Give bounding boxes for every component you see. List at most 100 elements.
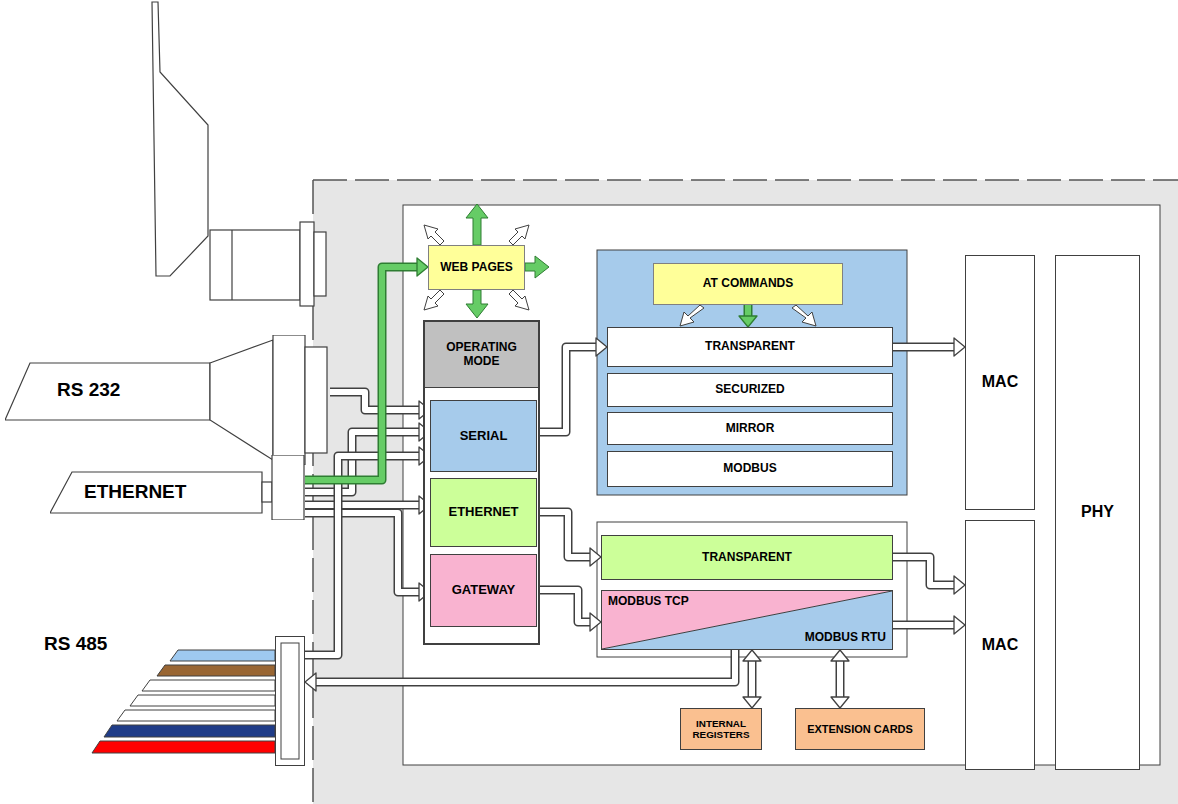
shape-outline	[5, 335, 330, 465]
arrow-body	[837, 660, 843, 698]
arrow-head	[954, 576, 965, 594]
wire	[104, 725, 275, 737]
green-arrow	[525, 256, 549, 278]
wire	[170, 650, 275, 661]
arrow-body	[305, 502, 420, 508]
rs232-cable: RS 232	[5, 335, 330, 465]
arrow-outline	[305, 513, 420, 592]
connector-arrow	[831, 650, 849, 708]
hollow-arrow	[792, 305, 816, 326]
arrow-outline	[893, 343, 955, 352]
arrow-body	[893, 622, 955, 628]
plug-body	[152, 2, 208, 276]
connector-arrow	[893, 557, 965, 594]
arrow-outline	[305, 456, 420, 655]
protocol-box: TRANSPARENT	[601, 535, 893, 580]
plug-sleeve	[210, 230, 300, 300]
arrow-head	[590, 613, 601, 631]
rs485-connector: RS 485	[275, 636, 305, 766]
arrow-outline	[537, 512, 591, 557]
arrow-head	[954, 338, 965, 356]
node-label: RS 485	[44, 633, 107, 655]
plug-flange	[300, 222, 314, 306]
dsub-flange	[305, 347, 327, 453]
arrow-outline	[305, 501, 420, 510]
arrow-head	[417, 258, 428, 276]
web-pages-box: WEB PAGES	[428, 245, 525, 290]
arrow-body	[893, 557, 955, 585]
node-label: AT COMMANDS	[699, 277, 797, 291]
network-mode-panel	[597, 522, 907, 657]
node-label: MODBUS TCP	[608, 595, 689, 609]
node-label: SECURIZED	[711, 383, 788, 397]
connector-arrow	[893, 616, 965, 634]
phy-block: PHY	[1055, 255, 1140, 770]
plug-nut	[314, 232, 326, 296]
arrow-outline	[305, 267, 418, 480]
green-arrow	[466, 204, 488, 245]
connector-arrow	[537, 512, 601, 566]
plug-illustration	[152, 2, 326, 306]
arrow-body	[330, 392, 420, 410]
operating-mode-box: OPERATING MODE SERIAL ETHERNET GATEWAY	[423, 320, 540, 645]
arrow-outline	[893, 557, 955, 585]
housing	[313, 180, 1178, 804]
arrow-body	[893, 344, 955, 350]
arrow-body	[305, 267, 418, 480]
ethernet-cable: ETHERNET	[50, 455, 305, 520]
connector-arrow	[537, 338, 607, 432]
node-label: PHY	[1077, 503, 1118, 521]
arrow-head	[743, 650, 761, 661]
node-label: WEB PAGES	[436, 261, 516, 275]
wire	[92, 741, 275, 753]
arrow-body	[315, 650, 735, 682]
node-label: TRANSPARENT	[701, 340, 799, 354]
arrow-body	[749, 660, 755, 698]
connector-arrow	[739, 305, 757, 327]
rj45-latch	[262, 482, 272, 502]
connector-arrow	[743, 650, 761, 708]
hollow-arrow	[424, 290, 444, 310]
shape-outline	[276, 637, 304, 765]
green-arrow	[466, 290, 488, 318]
wire	[117, 710, 275, 721]
wire	[142, 680, 275, 691]
register-box: INTERNAL REGISTERS	[680, 708, 762, 750]
dsub-shell	[273, 335, 305, 465]
arrow-body	[537, 347, 597, 432]
at-command-arrows	[680, 305, 816, 326]
protocol-box: MIRROR	[607, 412, 893, 445]
connector-hood	[210, 340, 273, 460]
node-label: GATEWAY	[448, 583, 520, 598]
hollow-arrow	[424, 225, 444, 245]
connector-arrow	[305, 258, 428, 480]
hollow-arrow	[509, 225, 529, 245]
connector-arrow	[893, 338, 965, 356]
split-line	[602, 591, 892, 649]
connector-arrow	[305, 513, 430, 601]
arrow-outline	[537, 347, 597, 432]
node-label: MODBUS RTU	[805, 631, 886, 645]
node-label: INTERNAL REGISTERS	[681, 718, 761, 741]
arrow-outline	[893, 621, 955, 630]
node-label: SERIAL	[456, 429, 512, 444]
arrow-head	[954, 616, 965, 634]
hollow-arrow	[680, 305, 704, 326]
arrow-body	[537, 590, 591, 622]
node-label: OPERATING MODE	[425, 322, 538, 388]
extension-box: EXTENSION CARDS	[795, 708, 925, 750]
arrow-head	[596, 338, 607, 356]
node-label: ETHERNET	[84, 481, 186, 503]
wire	[130, 695, 275, 706]
plug-ring	[231, 230, 232, 300]
terminal-block	[281, 643, 299, 759]
rs485-wires	[92, 650, 275, 753]
node-label: MIRROR	[722, 422, 779, 436]
rtu-half	[602, 591, 892, 649]
wire	[157, 665, 275, 676]
mode-box: ETHERNET	[430, 478, 537, 547]
protocol-box: SECURIZED	[607, 373, 893, 407]
web-pages-arrows	[424, 204, 549, 318]
arrow-body	[745, 305, 751, 317]
